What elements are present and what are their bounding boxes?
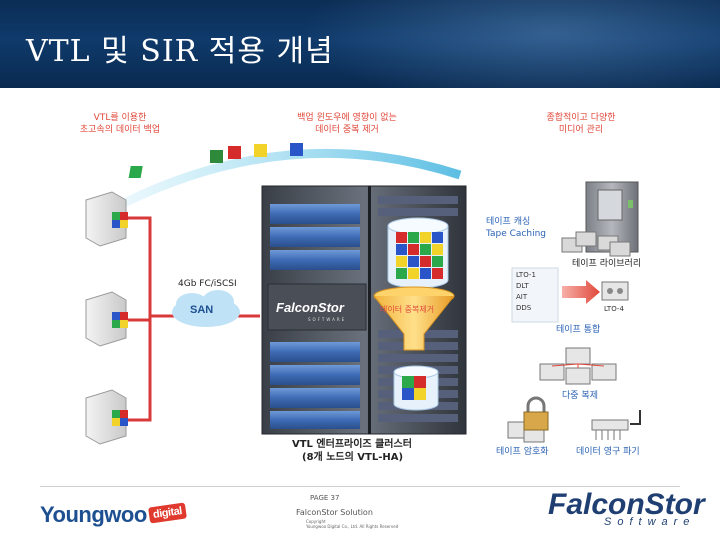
- data-shredding-icon: [591, 410, 641, 440]
- tape-caching-en-label: Tape Caching: [486, 229, 547, 239]
- consolidation-arrow: [562, 280, 600, 304]
- tape-cache-cylinder: [387, 217, 449, 289]
- solution-label: FalconStor Solution: [296, 508, 373, 517]
- protocol-label: 4Gb FC/iSCSI: [178, 279, 237, 289]
- page-title: VTL 및 SIR 적용 개념: [26, 34, 334, 69]
- title-banner: VTL 및 SIR 적용 개념: [0, 0, 720, 88]
- multi-copy-tapes-icon: [539, 347, 617, 385]
- data-blocks-in-flight: [128, 143, 303, 178]
- tape-cartridges-icon: [561, 231, 631, 257]
- banner-glow: [300, 0, 720, 88]
- dedup-funnel-label: 데이터 중복제거: [380, 305, 435, 314]
- multi-copy-label: 다중 복제: [562, 391, 598, 401]
- page-number: PAGE 37: [310, 494, 340, 502]
- san-cloud-icon: [172, 290, 240, 327]
- tape-library-label: 테이프 라이브러리: [572, 259, 642, 269]
- footer-divider: [40, 486, 680, 487]
- cluster-caption: VTL 엔터프라이즈 클러스터 (8개 노드의 VTL-HA): [292, 439, 412, 463]
- dedup-funnel-icon: [373, 286, 455, 351]
- rack-blades-left: [270, 204, 360, 429]
- backup-server-3: [85, 389, 128, 445]
- rack-brand-label: FalconStor: [276, 300, 344, 315]
- tape-encryption-label: 테이프 암호화: [496, 447, 549, 457]
- san-label: SAN: [190, 304, 214, 316]
- tape-encryption-icon: [507, 396, 549, 443]
- format-item: AIT: [516, 293, 528, 301]
- format-item: DLT: [516, 282, 529, 290]
- lto4-label: LTO-4: [604, 305, 624, 313]
- format-list-box: [511, 267, 559, 323]
- data-shredding-label: 데이터 영구 파기: [576, 447, 640, 457]
- falconstor-logo-sub: Software: [604, 516, 696, 528]
- rack-brand-sub: SOFTWARE: [308, 317, 347, 322]
- falconstor-logo: FalconStor: [548, 488, 705, 521]
- tape-consolidation-label: 테이프 통합: [556, 325, 601, 335]
- format-item: LTO-1: [516, 271, 536, 279]
- tape-format-list: LTO-1 DLT AIT DDS: [516, 270, 536, 314]
- backup-server-2: [85, 291, 128, 347]
- format-item: DDS: [516, 304, 532, 312]
- lto4-tape-icon: [601, 281, 629, 301]
- tape-caching-ko-label: 테이프 캐싱: [486, 217, 531, 227]
- backup-server-1: [85, 191, 128, 247]
- deduped-data-cylinder: [393, 365, 439, 411]
